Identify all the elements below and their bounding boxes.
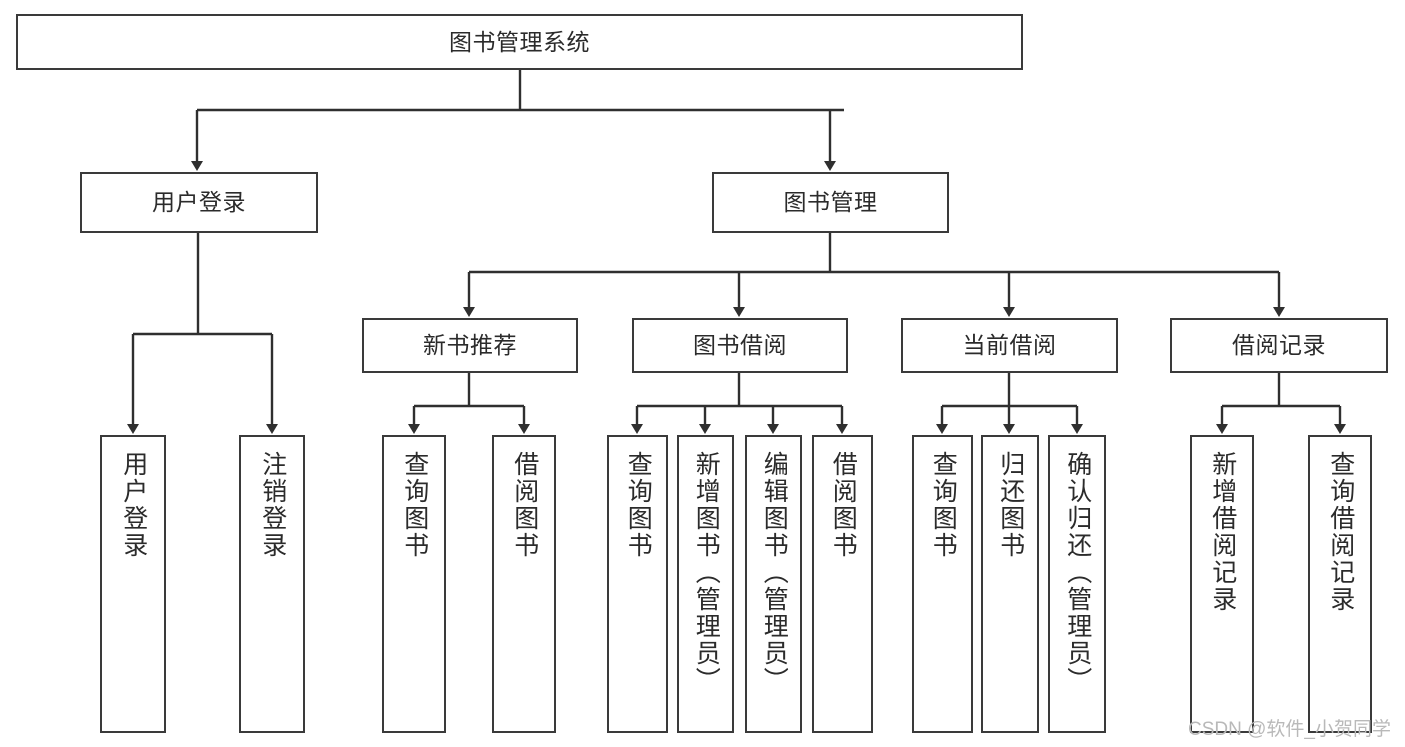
node-label: 编辑图书（管理员） [760, 451, 789, 694]
node-label: 查询借阅记录 [1326, 451, 1355, 613]
leaf-query-book-borrow[interactable]: 查询图书 [607, 435, 668, 733]
leaf-add-borrow-record[interactable]: 新增借阅记录 [1190, 435, 1254, 733]
node-label: 借阅图书 [510, 451, 539, 559]
node-label: 查询图书 [624, 451, 653, 559]
leaf-query-borrow-record[interactable]: 查询借阅记录 [1308, 435, 1372, 733]
node-label: 借阅记录 [1232, 332, 1326, 359]
node-label: 用户登录 [119, 451, 148, 559]
leaf-query-book-current[interactable]: 查询图书 [912, 435, 973, 733]
leaf-user-logout[interactable]: 注销登录 [239, 435, 305, 733]
node-label: 新书推荐 [423, 332, 517, 359]
node-label: 用户登录 [152, 189, 246, 216]
node-label: 查询图书 [929, 451, 958, 559]
node-new-book-recommend[interactable]: 新书推荐 [362, 318, 578, 373]
node-label: 归还图书 [996, 451, 1025, 559]
node-label: 借阅图书 [829, 451, 858, 559]
leaf-return-book[interactable]: 归还图书 [981, 435, 1039, 733]
node-borrow-record[interactable]: 借阅记录 [1170, 318, 1388, 373]
leaf-borrow-book-recommend[interactable]: 借阅图书 [492, 435, 556, 733]
node-user-login[interactable]: 用户登录 [80, 172, 318, 233]
csdn-watermark: CSDN @软件_小贺同学 [1188, 719, 1391, 740]
node-label: 新增借阅记录 [1208, 451, 1237, 613]
node-root-system[interactable]: 图书管理系统 [16, 14, 1023, 70]
node-book-management[interactable]: 图书管理 [712, 172, 949, 233]
node-label: 当前借阅 [962, 332, 1057, 359]
node-label: 新增图书（管理员） [692, 451, 721, 694]
leaf-edit-book-admin[interactable]: 编辑图书（管理员） [745, 435, 802, 733]
node-label: 确认归还（管理员） [1063, 451, 1092, 694]
leaf-query-book-recommend[interactable]: 查询图书 [382, 435, 446, 733]
leaf-confirm-return-admin[interactable]: 确认归还（管理员） [1048, 435, 1106, 733]
leaf-user-login[interactable]: 用户登录 [100, 435, 166, 733]
node-label: 注销登录 [258, 451, 287, 559]
node-label: 图书借阅 [693, 332, 787, 359]
leaf-add-book-admin[interactable]: 新增图书（管理员） [677, 435, 734, 733]
node-label: 查询图书 [400, 451, 429, 559]
leaf-borrow-book-borrow[interactable]: 借阅图书 [812, 435, 873, 733]
node-book-borrow[interactable]: 图书借阅 [632, 318, 848, 373]
node-label: 图书管理系统 [449, 28, 590, 55]
node-label: 图书管理 [783, 189, 878, 216]
node-current-borrow[interactable]: 当前借阅 [901, 318, 1118, 373]
